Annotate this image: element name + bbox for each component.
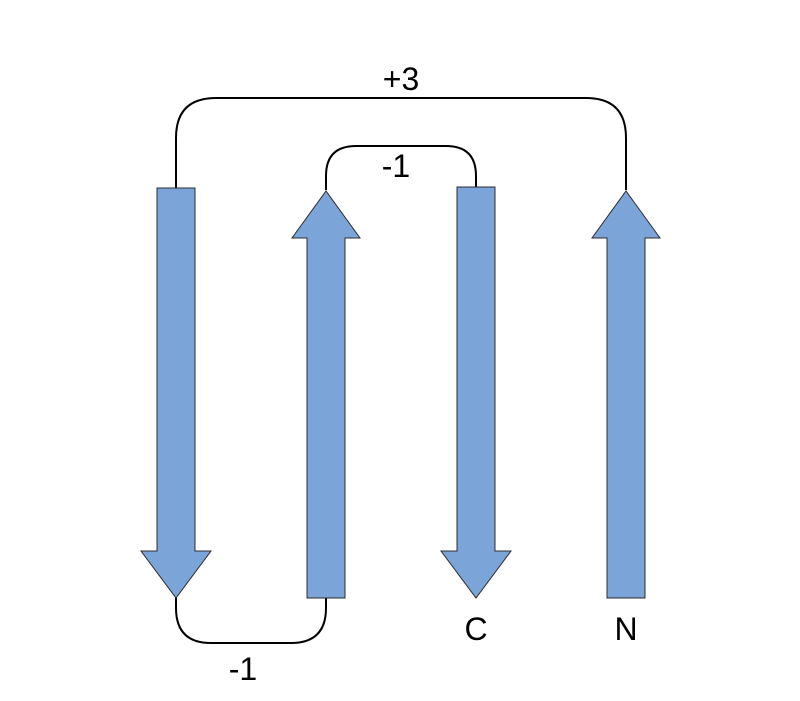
strand-2-arrow xyxy=(291,190,361,599)
connector-plus3-loop xyxy=(175,97,627,190)
connector-minus1-top-loop xyxy=(325,145,477,190)
connector-plus3-label: +3 xyxy=(383,61,419,97)
strand-4-arrow xyxy=(591,190,661,599)
n-terminus-label: N xyxy=(614,611,637,647)
c-terminus-label: C xyxy=(464,611,487,647)
connector-minus1-bottom-label: -1 xyxy=(229,651,257,687)
connector-minus1-bottom-loop xyxy=(175,597,327,644)
strand-1-arrow xyxy=(140,187,212,599)
connector-minus1-top-label: -1 xyxy=(382,148,410,184)
strand-3-arrow xyxy=(440,186,512,599)
